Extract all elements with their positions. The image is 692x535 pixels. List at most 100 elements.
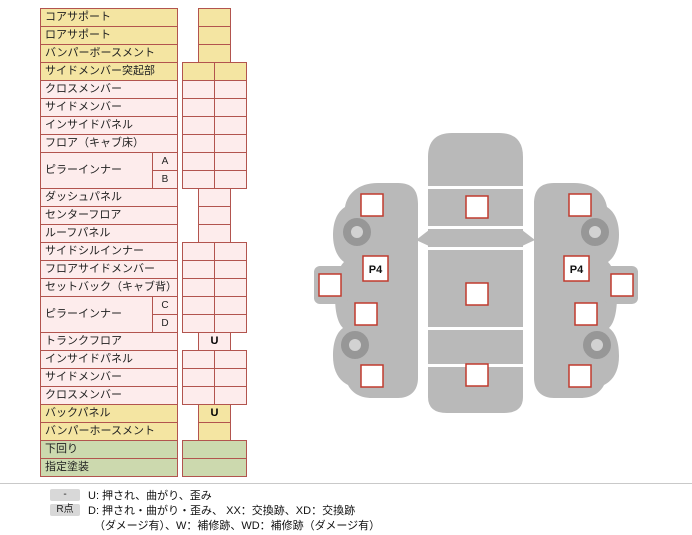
damage-cell [214, 152, 247, 171]
part-label: セットバック（キャブ背） [40, 278, 178, 297]
part-label: サイドメンバー突起部 [40, 62, 178, 81]
part-label: トランクフロア [40, 332, 178, 351]
vehicle-side-left: P4 [314, 183, 418, 398]
damage-marker [610, 273, 634, 297]
part-label: センターフロア [40, 206, 178, 225]
legend-line: - U: 押され、曲がり、歪み [50, 488, 380, 502]
damage-cell [182, 314, 215, 333]
part-sub-label: D [152, 314, 178, 333]
damage-cell [182, 278, 215, 297]
damage-cell [214, 98, 247, 117]
damage-cell [182, 80, 215, 99]
part-label: サイドメンバー [40, 98, 178, 117]
p4-label-right: P4 [570, 264, 584, 276]
legend-line: R点 D: 押され・曲がり・歪み、 XX：交換跡、XD：交換跡 [50, 503, 380, 517]
part-label: ピラーインナー [40, 152, 153, 189]
damage-cell [214, 368, 247, 387]
legend: - U: 押され、曲がり、歪み R点 D: 押され・曲がり・歪み、 XX：交換跡… [50, 488, 380, 533]
part-sub-label: B [152, 170, 178, 189]
damage-cell [182, 242, 215, 261]
vehicle-diagram: P4 P4 [314, 133, 638, 413]
damage-cell [198, 8, 231, 27]
wheel-icon [343, 218, 371, 246]
damage-cell: U [198, 332, 231, 351]
part-label: バンパーボースメント [40, 44, 178, 63]
damage-cell [182, 368, 215, 387]
part-label: サイドシルインナー [40, 242, 178, 261]
legend-line: （ダメージ有）、W：補修跡、WD：補修跡（ダメージ有） [50, 518, 380, 532]
damage-marker [465, 363, 489, 387]
legend-key-dash: - [50, 489, 80, 501]
damage-cell: U [198, 404, 231, 423]
part-label: ロアサポート [40, 26, 178, 45]
body-mirror-band [428, 229, 523, 247]
damage-cell [214, 350, 247, 369]
damage-cell [182, 62, 215, 81]
p4-label-left: P4 [369, 264, 383, 276]
damage-cell [198, 422, 231, 441]
damage-marker [354, 302, 378, 326]
part-label: クロスメンバー [40, 80, 178, 99]
damage-cell [198, 206, 231, 225]
part-label: サイドメンバー [40, 368, 178, 387]
part-label: ダッシュパネル [40, 188, 178, 207]
damage-cell [182, 152, 215, 171]
body-front-section [428, 133, 523, 186]
part-label: インサイドパネル [40, 116, 178, 135]
damage-cell [182, 260, 215, 279]
part-label: バックパネル [40, 404, 178, 423]
part-label: クロスメンバー [40, 386, 178, 405]
damage-cell [182, 386, 215, 405]
damage-cell [214, 170, 247, 189]
p4-marker-left [362, 255, 389, 282]
part-label: 指定塗装 [40, 458, 178, 477]
damage-cell [214, 62, 247, 81]
damage-cell [182, 134, 215, 153]
damage-cell [214, 386, 247, 405]
damage-cell [214, 314, 247, 333]
damage-cell [182, 98, 215, 117]
damage-marker [465, 195, 489, 219]
wheel-icon [581, 218, 609, 246]
damage-marker [360, 193, 384, 217]
damage-cell [214, 278, 247, 297]
damage-marker [568, 364, 592, 388]
part-label: ピラーインナー [40, 296, 153, 333]
part-label: ルーフパネル [40, 224, 178, 243]
damage-cell [182, 116, 215, 135]
mirror-right-icon [522, 230, 535, 246]
wheel-icon [583, 331, 611, 359]
damage-cell [182, 296, 215, 315]
legend-key-rpoint: R点 [50, 504, 80, 516]
damage-marker [568, 193, 592, 217]
vehicle-side-right: P4 [534, 183, 638, 398]
damage-marker [465, 282, 489, 306]
damage-cell [182, 350, 215, 369]
damage-cell [198, 224, 231, 243]
damage-marker [574, 302, 598, 326]
damage-marker [318, 273, 342, 297]
damage-cell [182, 170, 215, 189]
legend-text: D: 押され・曲がり・歪み、 XX：交換跡、XD：交換跡 [88, 505, 356, 517]
part-sub-label: A [152, 152, 178, 171]
damage-cell [214, 296, 247, 315]
part-label: コアサポート [40, 8, 178, 27]
damage-cell [214, 242, 247, 261]
part-label: フロアサイドメンバー [40, 260, 178, 279]
p4-marker-right [563, 255, 590, 282]
body-rear-section [428, 367, 523, 413]
legend-text: （ダメージ有）、W：補修跡、WD：補修跡（ダメージ有） [94, 520, 381, 532]
part-label: インサイドパネル [40, 350, 178, 369]
damage-cell [214, 134, 247, 153]
part-label: 下回り [40, 440, 178, 459]
damage-cell [198, 26, 231, 45]
mirror-left-icon [416, 230, 429, 246]
part-sub-label: C [152, 296, 178, 315]
damage-marker [360, 364, 384, 388]
damage-cell [214, 260, 247, 279]
body-mid-section [428, 330, 523, 364]
part-label: フロア（キャブ床） [40, 134, 178, 153]
damage-cell [198, 44, 231, 63]
vehicle-top-view [416, 133, 535, 413]
